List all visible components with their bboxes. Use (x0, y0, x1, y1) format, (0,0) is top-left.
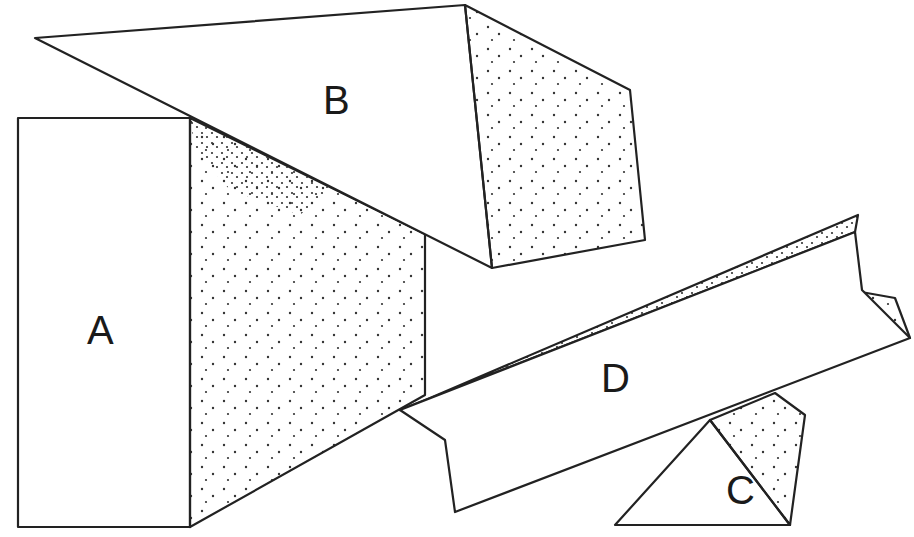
part-label: D (601, 358, 630, 398)
block-a-front (18, 118, 190, 527)
part-label: C (726, 470, 755, 510)
part-label: B (323, 80, 350, 120)
block-d-front (400, 232, 910, 512)
block-c-side (710, 393, 805, 525)
part-label: A (87, 310, 114, 350)
block-b-side (465, 5, 645, 268)
block-b-front (35, 5, 492, 268)
